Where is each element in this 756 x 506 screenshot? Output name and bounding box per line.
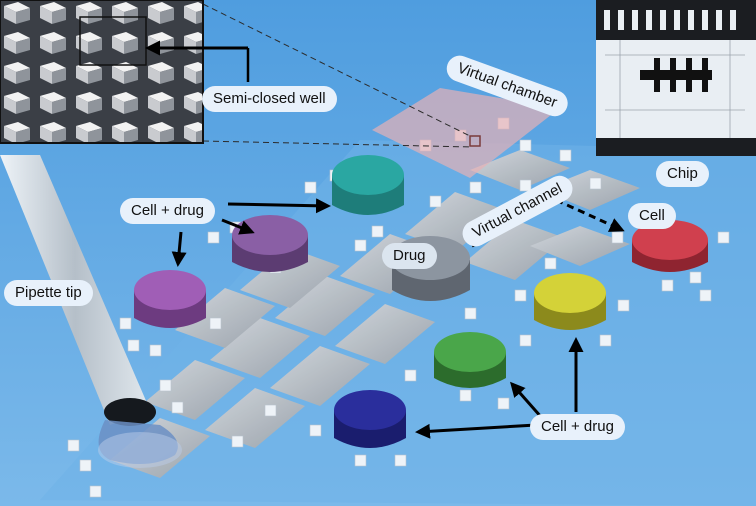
well-inset <box>0 0 204 144</box>
label-semi-closed-well: Semi-closed well <box>202 86 337 112</box>
arrow-icon <box>415 423 537 439</box>
chip-photo <box>596 0 756 156</box>
zoom-leader-bottom <box>202 140 473 148</box>
droplet-green <box>434 332 506 388</box>
droplet-teal <box>332 155 404 215</box>
droplet-yellow <box>534 273 606 330</box>
zoom-leader-top <box>202 3 473 138</box>
droplet-red <box>632 220 708 272</box>
droplet-blue <box>334 390 406 448</box>
electrode-pads <box>110 150 640 478</box>
arrow-icon <box>510 381 544 419</box>
label-cell-drug-top: Cell + drug <box>120 198 215 224</box>
droplet-purple <box>232 215 308 272</box>
label-pipette-tip: Pipette tip <box>4 280 93 306</box>
arrow-icon <box>227 198 331 214</box>
arrow-icon <box>171 231 187 267</box>
chamber-marker <box>469 135 481 147</box>
dashed-arrow-icon <box>471 198 625 248</box>
arrows <box>145 40 625 439</box>
arrow-icon <box>221 218 255 235</box>
label-cell: Cell <box>628 203 676 229</box>
label-cell-drug-bottom: Cell + drug <box>530 414 625 440</box>
label-chip: Chip <box>656 161 709 187</box>
droplet-magenta <box>134 270 206 328</box>
label-drug: Drug <box>382 243 437 269</box>
